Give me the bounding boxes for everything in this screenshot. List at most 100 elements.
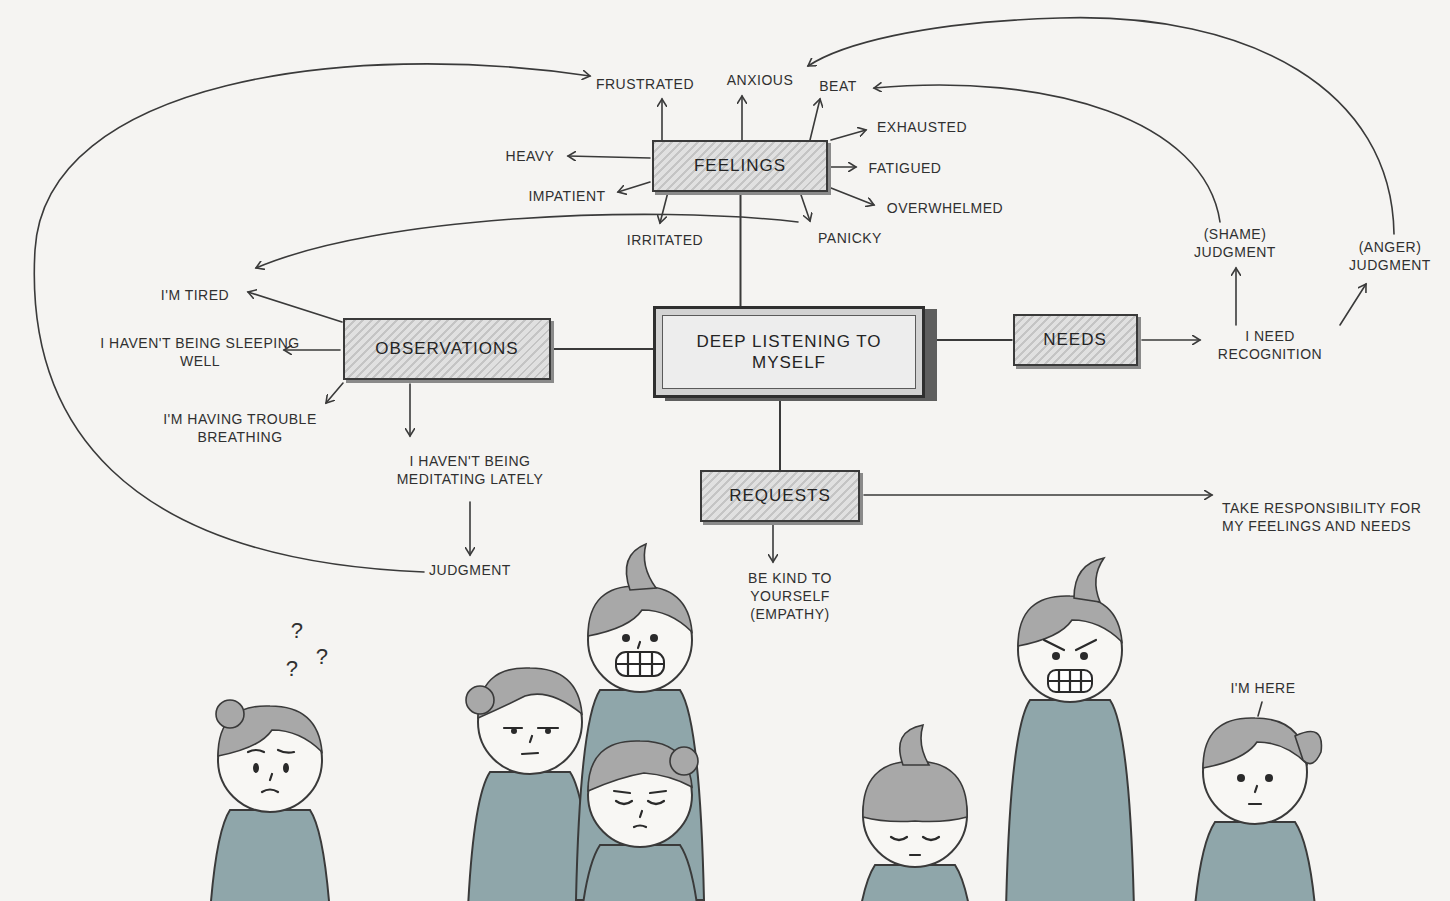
figure-bun	[216, 700, 244, 728]
feeling-word: PANICKY	[805, 229, 895, 247]
node-label: OBSERVATIONS	[375, 338, 518, 359]
leader-arrow	[864, 494, 1212, 496]
connector-line	[551, 348, 653, 350]
feeling-word: FATIGUED	[855, 159, 955, 177]
girl-figure	[576, 741, 704, 901]
feeling-word: IMPATIENT	[517, 187, 617, 205]
leader-arrow	[660, 192, 668, 223]
feeling-word: BEAT	[808, 77, 868, 95]
figure-face	[1249, 786, 1261, 804]
figure-bun	[1074, 558, 1104, 602]
figure-eye	[1237, 774, 1245, 782]
judgment-note: JUDGMENT	[415, 561, 525, 579]
figure-face	[614, 791, 666, 827]
node-label: DEEP LISTENING TO MYSELF	[694, 331, 884, 374]
figure-bun	[466, 686, 494, 714]
category-box: REQUESTS	[700, 470, 860, 522]
need-note: I NEED RECOGNITION	[1205, 327, 1335, 363]
leader-arrow	[284, 349, 340, 351]
judgment-note: (SHAME) JUDGMENT	[1180, 225, 1290, 261]
observation-note: I HAVEN'T BEING MEDITATING LATELY	[395, 452, 545, 488]
category-box: NEEDS	[1013, 314, 1138, 366]
figure-face	[616, 642, 664, 676]
leader-arrow	[800, 192, 810, 221]
figure-eye	[1080, 652, 1088, 660]
request-note: BE KIND TO YOURSELF (EMPATHY)	[725, 569, 855, 623]
node-text-block: REQUESTS	[729, 485, 831, 506]
connector-group	[551, 192, 1013, 470]
feeling-word: OVERWHELMED	[880, 199, 1010, 217]
figure-face	[248, 750, 294, 792]
leader-arrow	[772, 522, 774, 562]
leader-arrow	[326, 383, 343, 403]
girl-figure	[1191, 718, 1321, 901]
connector-line	[740, 192, 742, 306]
figure-bun	[1295, 732, 1321, 764]
figure-hair	[478, 668, 582, 718]
figure-hair	[588, 586, 692, 636]
figure-bun	[670, 747, 698, 775]
loop-arrow	[808, 18, 1394, 234]
figure-eye	[283, 763, 289, 773]
figure-body	[1191, 822, 1319, 901]
node-text-block: OBSERVATIONS	[375, 338, 518, 359]
request-note: TAKE RESPONSIBILITY FOR MY FEELINGS AND …	[1222, 499, 1438, 535]
central-box: DEEP LISTENING TO MYSELF	[653, 306, 925, 398]
leader-arrow	[469, 502, 471, 555]
leader-arrow	[1235, 268, 1237, 325]
figure-face	[891, 837, 939, 855]
question-mark: ?	[307, 642, 337, 671]
figure-hair	[1018, 596, 1122, 646]
figure-eye	[650, 634, 658, 642]
speech-text: I'M HERE	[1213, 679, 1313, 697]
leader-arrow	[831, 166, 856, 168]
figure-body	[851, 865, 979, 901]
question-mark: ?	[282, 616, 312, 645]
connector-line	[779, 398, 781, 470]
loop-arrow	[34, 64, 590, 572]
node-label: REQUESTS	[729, 485, 831, 506]
girl-figure	[1006, 558, 1134, 901]
figure-body	[1006, 700, 1134, 901]
leader-arrow	[409, 384, 411, 436]
loop-arrow	[874, 85, 1220, 222]
leader-arrow	[568, 156, 650, 158]
girl-figure	[206, 700, 334, 901]
figure-hair	[863, 761, 967, 822]
observation-note: I HAVEN'T BEING SLEEPING WELL	[100, 334, 300, 370]
figure-eye	[1265, 774, 1273, 782]
node-text-block: FEELINGS	[694, 155, 786, 176]
leader-arrow	[1340, 284, 1366, 325]
feeling-word: IRRITATED	[615, 231, 715, 249]
observation-note: I'M HAVING TROUBLE BREATHING	[155, 410, 325, 446]
figure-bun	[626, 544, 656, 590]
category-box: FEELINGS	[652, 140, 828, 192]
leader-arrow	[618, 182, 650, 192]
figure-eye	[253, 763, 259, 773]
observation-note: I'M TIRED	[140, 286, 250, 304]
feeling-word: HEAVY	[495, 147, 565, 165]
node-text-block: NEEDS	[1043, 329, 1107, 350]
girl-figure	[576, 544, 704, 900]
figure-body	[466, 772, 594, 901]
feeling-word: ANXIOUS	[715, 71, 805, 89]
leader-arrow	[1142, 339, 1200, 341]
node-label: NEEDS	[1043, 329, 1107, 350]
figure-face	[504, 728, 558, 754]
girl-figure	[851, 725, 979, 901]
node-label: FEELINGS	[694, 155, 786, 176]
category-box: OBSERVATIONS	[343, 318, 551, 380]
leader-arrow	[661, 99, 663, 140]
node-text-block: DEEP LISTENING TO MYSELF	[694, 331, 884, 374]
speech-tick	[1258, 702, 1262, 716]
figure-eye	[622, 634, 630, 642]
figure-hair	[1203, 718, 1307, 768]
connector-line	[925, 339, 1013, 341]
loop-arrow	[256, 214, 798, 268]
figure-body	[206, 810, 334, 901]
leader-arrow	[810, 99, 820, 140]
leader-arrow	[741, 96, 743, 140]
